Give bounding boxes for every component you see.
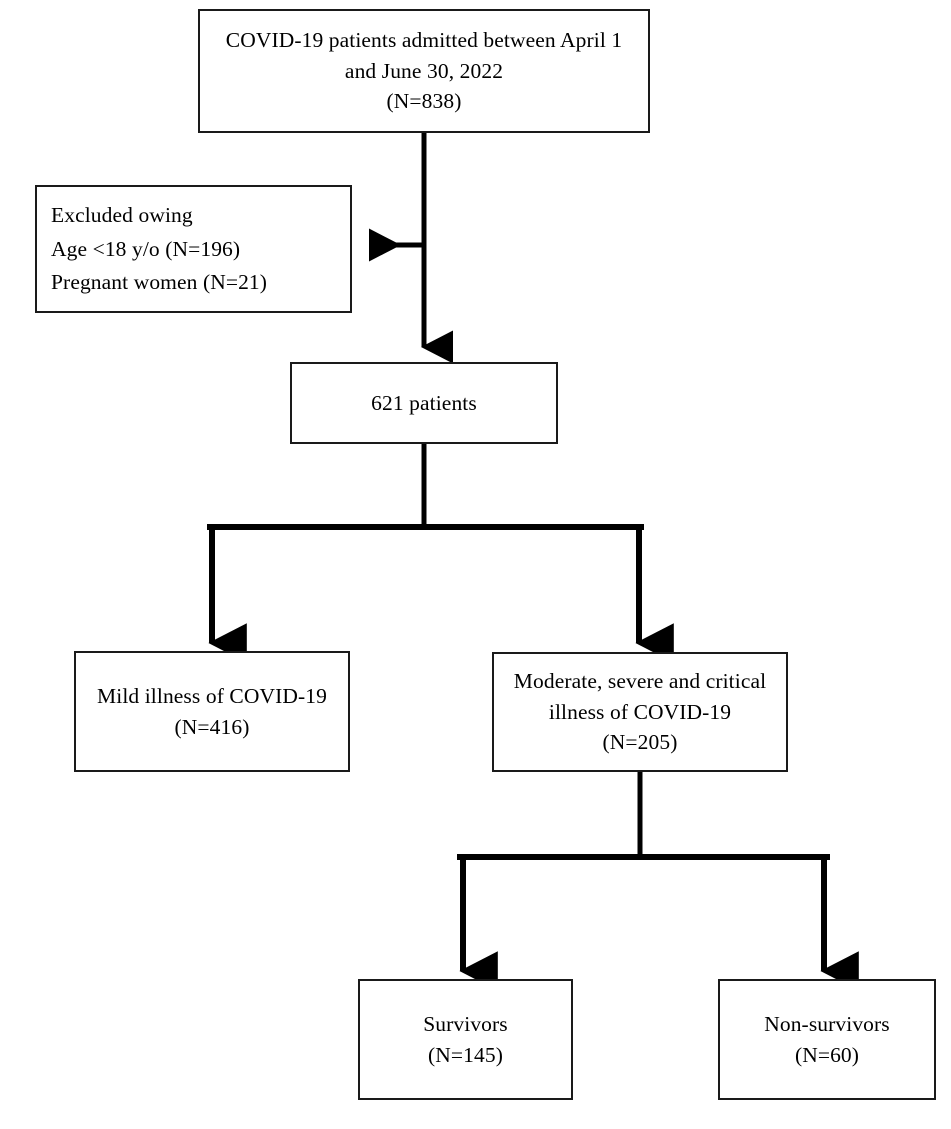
node-moderate-line-1: Moderate, severe and critical	[513, 669, 767, 694]
node-cohort-line-2: and June 30, 2022	[344, 58, 504, 83]
edge-moderate-split	[457, 772, 859, 991]
node-survivors: Survivors (N=145)	[358, 979, 573, 1100]
node-moderate-line-3: (N=205)	[602, 730, 678, 755]
node-nonsurvivors-line-2: (N=60)	[794, 1042, 860, 1067]
node-moderate-severe-critical-illness: Moderate, severe and critical illness of…	[492, 652, 788, 772]
node-cohort-line-1: COVID-19 patients admitted between April…	[225, 28, 623, 53]
node-included: 621 patients	[290, 362, 558, 444]
node-nonsurvivors-line-1: Non-survivors	[764, 1011, 890, 1036]
node-excluded: Excluded owing Age <18 y/o (N=196) Pregn…	[35, 185, 352, 313]
node-cohort: COVID-19 patients admitted between April…	[198, 9, 650, 133]
node-excluded-line-1: Excluded owing	[51, 203, 193, 228]
node-non-survivors: Non-survivors (N=60)	[718, 979, 936, 1100]
edge-included-split	[207, 444, 674, 663]
node-included-line-1: 621 patients	[371, 390, 477, 415]
node-mild-line-2: (N=416)	[174, 714, 250, 739]
node-excluded-line-2: Age <18 y/o (N=196)	[51, 236, 241, 261]
node-survivors-line-2: (N=145)	[428, 1042, 503, 1067]
node-moderate-line-2: illness of COVID-19	[548, 699, 732, 724]
node-mild-line-1: Mild illness of COVID-19	[97, 683, 327, 708]
node-survivors-line-1: Survivors	[423, 1011, 508, 1036]
node-mild-illness: Mild illness of COVID-19 (N=416)	[74, 651, 350, 772]
node-excluded-line-3: Pregnant women (N=21)	[51, 270, 268, 295]
node-cohort-line-3: (N=838)	[386, 89, 462, 114]
